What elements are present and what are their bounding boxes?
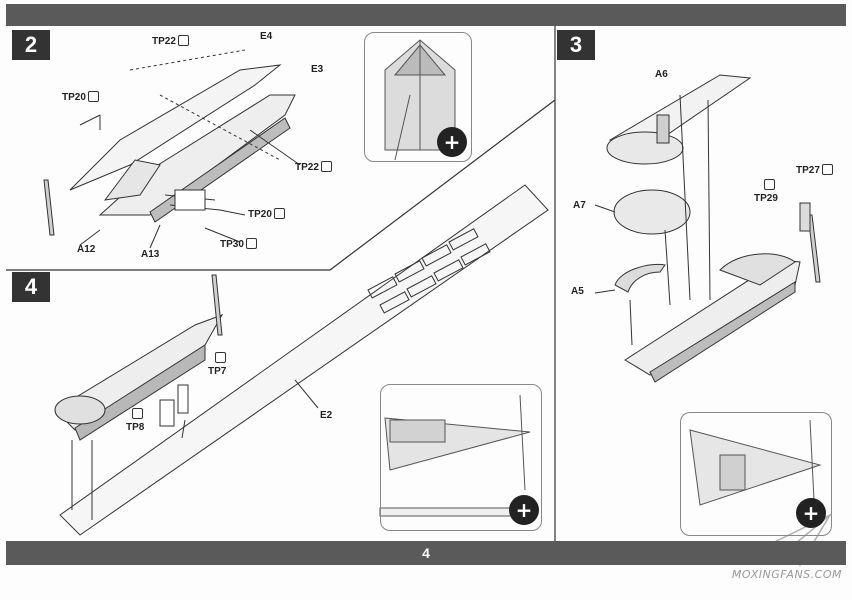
- zoom-icon: +: [796, 498, 826, 528]
- part-label: TP20: [62, 91, 99, 103]
- step2-fuselage-parts: [43, 49, 301, 249]
- step-number-4: 4: [12, 272, 50, 302]
- zoom-icon: +: [509, 495, 539, 525]
- part-label: E3: [311, 64, 324, 75]
- page-number: 4: [422, 545, 430, 561]
- glue-icon: [213, 352, 226, 364]
- step4-parts: [54, 184, 549, 536]
- part-label: TP30: [220, 238, 257, 250]
- watermark-text: MOXINGFANS.COM: [731, 568, 842, 581]
- glue-icon: [245, 238, 257, 249]
- step3-detail-inset: +: [680, 412, 832, 536]
- part-label: TP22: [295, 161, 332, 173]
- part-label: A12: [77, 244, 96, 255]
- glue-icon: [273, 208, 285, 219]
- step4-detail-drawing: [379, 394, 531, 517]
- step3-detail-drawing: [689, 419, 822, 521]
- glue-icon: [320, 161, 332, 172]
- part-label: TP8: [126, 422, 145, 433]
- part-label: A6: [655, 69, 668, 80]
- part-label: E2: [320, 410, 333, 421]
- step4-detail-inset: +: [380, 384, 542, 531]
- part-label: A5: [571, 286, 584, 297]
- part-label: TP7: [208, 366, 227, 377]
- part-label: A7: [573, 200, 586, 211]
- step3-parts: [594, 74, 821, 383]
- part-label: TP20: [248, 208, 285, 220]
- step2-detail-drawing: [384, 39, 456, 161]
- glue-icon: [821, 164, 833, 175]
- glue-icon: [87, 91, 99, 102]
- glue-icon: [130, 408, 143, 420]
- part-label: TP27: [796, 164, 833, 176]
- step-number-2: 2: [12, 30, 50, 60]
- part-label: TP29: [754, 193, 778, 204]
- part-label: A13: [141, 249, 160, 260]
- glue-icon: [762, 179, 775, 191]
- header-bar: [6, 4, 846, 26]
- glue-icon: [177, 35, 189, 46]
- part-label: E4: [260, 31, 273, 42]
- part-label: TP22: [152, 35, 189, 47]
- zoom-icon: +: [437, 127, 467, 157]
- footer-bar: 4: [6, 541, 846, 565]
- step2-detail-inset: +: [364, 32, 472, 162]
- step-number-3: 3: [557, 30, 595, 60]
